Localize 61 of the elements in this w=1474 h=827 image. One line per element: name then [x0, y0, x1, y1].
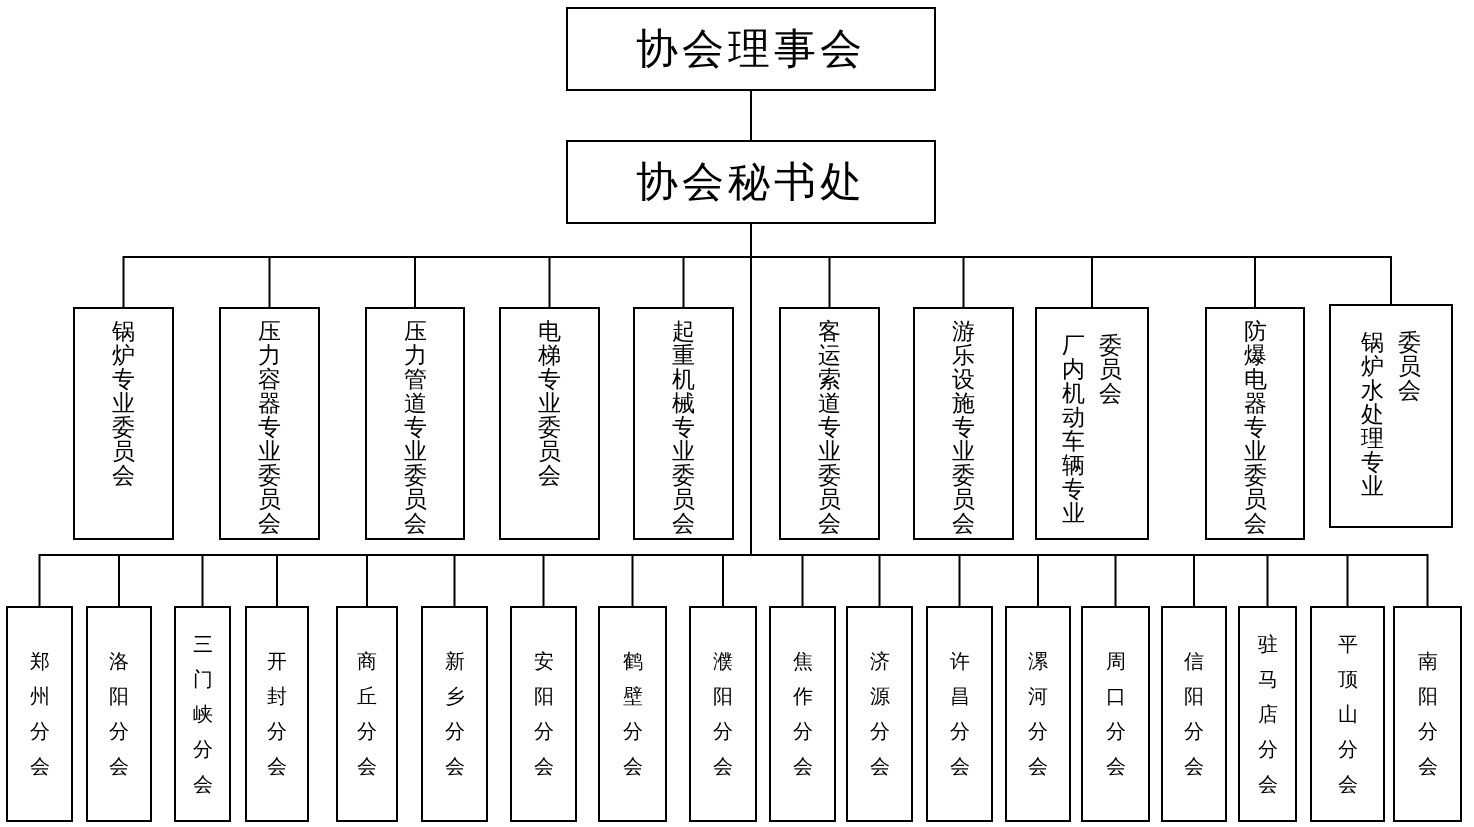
- org-box: [566, 7, 936, 91]
- unit-name: 鹤壁分会: [622, 648, 643, 780]
- org-box: [421, 606, 488, 822]
- unit-name: 新乡分会: [444, 648, 465, 780]
- org-box: [73, 307, 174, 540]
- unit-name: 电梯专业委员会: [538, 319, 561, 487]
- org-box: [86, 606, 152, 822]
- unit-name: 协会秘书处: [636, 156, 866, 208]
- unit-name: 郑州分会: [29, 648, 50, 780]
- unit-name: 安阳分会: [533, 648, 554, 780]
- unit-name: 南阳分会: [1417, 648, 1438, 780]
- org-box: [1310, 606, 1385, 822]
- unit-name: 驻马店分会: [1257, 630, 1278, 798]
- org-box: [598, 606, 667, 822]
- unit-name: 锅炉专业委员会: [112, 319, 135, 487]
- org-box: [779, 307, 880, 540]
- org-box: [633, 307, 734, 540]
- org-box: [365, 307, 465, 540]
- unit-name: 周口分会: [1105, 648, 1126, 780]
- unit-name: 起重机械专业委员会: [672, 319, 695, 535]
- org-box: [689, 606, 757, 822]
- unit-name: 压力管道专业委员会: [403, 319, 427, 535]
- unit-name: 许昌分会: [949, 648, 970, 780]
- org-box: [336, 606, 398, 822]
- org-box: [769, 606, 836, 822]
- unit-name: 开封分会: [267, 648, 287, 780]
- org-box: [1005, 606, 1071, 822]
- org-box: [6, 606, 73, 822]
- unit-name: 游乐设施专业委员会: [952, 319, 975, 535]
- org-box: [1035, 307, 1149, 540]
- org-box: [926, 606, 993, 822]
- org-box: [1393, 606, 1462, 822]
- org-box: [1205, 307, 1305, 540]
- unit-name: 商丘分会: [357, 648, 377, 780]
- org-box: [1329, 304, 1453, 528]
- unit-name: 焦作分会: [792, 648, 813, 780]
- org-box: [566, 140, 936, 224]
- unit-name: 协会理事会: [636, 23, 866, 75]
- unit-name: 客运索道专业委员会: [818, 319, 841, 535]
- unit-name: 厂内机动车辆专业委员会: [1062, 333, 1122, 525]
- unit-name: 防爆电器专业委员会: [1243, 319, 1267, 535]
- org-box: [913, 307, 1014, 540]
- org-box: [245, 606, 309, 822]
- org-box: [1161, 606, 1227, 822]
- org-box: [1081, 606, 1150, 822]
- unit-name: 漯河分会: [1028, 648, 1048, 780]
- unit-name: 济源分会: [869, 648, 890, 780]
- org-box: [846, 606, 913, 822]
- org-box: [219, 307, 320, 540]
- unit-name: 压力容器专业委员会: [258, 319, 281, 535]
- unit-name: 信阳分会: [1184, 648, 1204, 780]
- unit-name: 三门峡分会: [192, 630, 213, 798]
- unit-name: 锅炉水处理专业委员会: [1361, 330, 1421, 498]
- org-box: [499, 307, 600, 540]
- unit-name: 平顶山分会: [1337, 630, 1358, 798]
- connector-line: [750, 90, 752, 141]
- unit-name: 濮阳分会: [713, 648, 733, 780]
- org-box: [510, 606, 577, 822]
- org-box: [174, 606, 231, 822]
- org-box: [1238, 606, 1297, 822]
- unit-name: 洛阳分会: [109, 648, 129, 780]
